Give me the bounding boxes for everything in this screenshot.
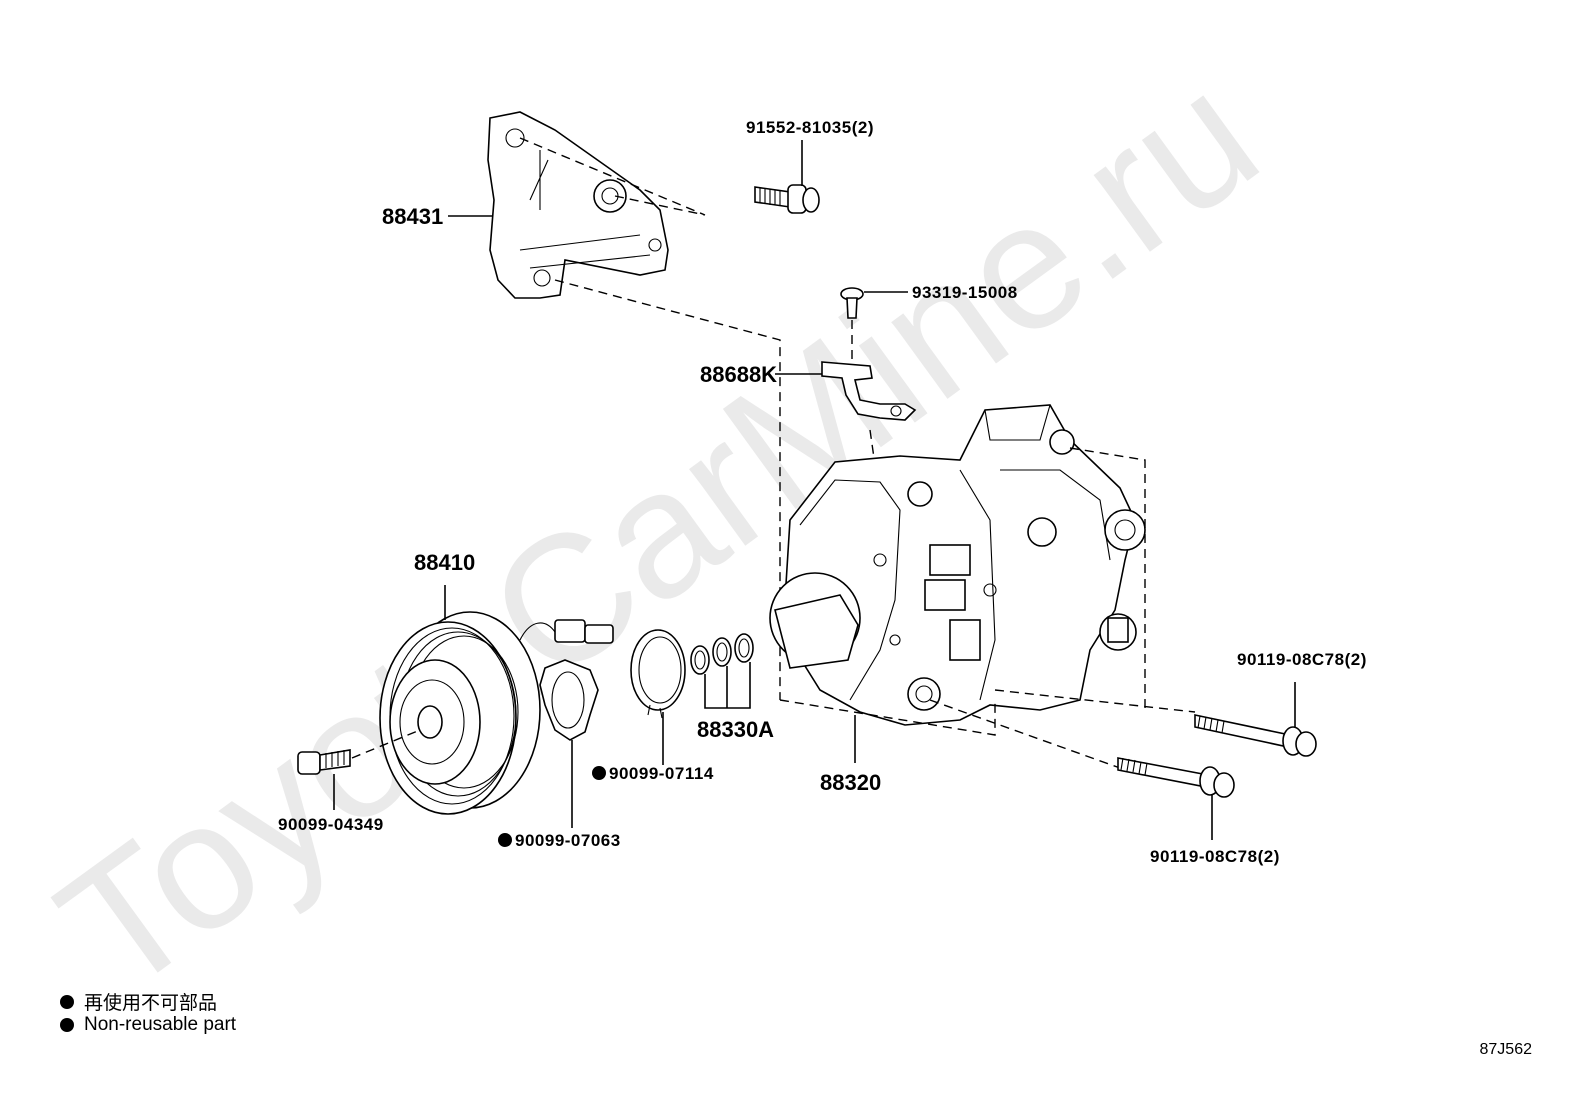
bracket-bolt-drawing [754, 184, 820, 214]
bracket-bolt-guide [519, 137, 706, 216]
legend-text-jp: 再使用不可部品 [84, 993, 218, 1014]
label-bracket-bolt: 91552-81035(2) [746, 118, 874, 137]
legend-text-en: Non-reusable part [84, 1014, 237, 1035]
bullet-icon [60, 1018, 74, 1032]
leader-washers [704, 662, 751, 709]
label-clutch-bolt: 90099-04349 [278, 815, 384, 834]
clutch-bolt-guide [351, 729, 421, 759]
stud-upper-drawing [1194, 714, 1317, 757]
label-shim: 90099-07063 [515, 831, 621, 850]
stud-lower-drawing [1117, 757, 1235, 798]
label-snap-ring: 90099-07114 [609, 764, 714, 783]
label-clutch: 88410 [414, 550, 475, 575]
legend-item-jp: 再使用不可部品 [60, 988, 217, 1015]
label-washers: 88330A [697, 717, 774, 742]
label-clamp: 88688K [700, 362, 777, 387]
label-bracket: 88431 [382, 204, 443, 229]
washers-drawing [690, 633, 754, 675]
snap-ring-drawing [630, 629, 686, 719]
label-stud-lower: 90119-08C78(2) [1150, 847, 1280, 866]
non-reusable-marker-shim [498, 833, 512, 847]
compressor-guides [779, 447, 1196, 769]
bracket-compressor-guide [554, 279, 781, 700]
bullet-icon [60, 994, 74, 1009]
screw-drawing [840, 287, 864, 319]
bracket-drawing [487, 111, 669, 299]
diagram-id: 87J562 [1479, 1041, 1533, 1058]
label-compressor: 88320 [820, 770, 881, 795]
clutch-bolt-drawing [297, 749, 351, 775]
clutch-drawing [379, 611, 614, 815]
legend-item-en: Non-reusable part [60, 1014, 236, 1036]
label-screw: 93319-15008 [912, 283, 1018, 302]
compressor-drawing [769, 404, 1146, 726]
non-reusable-marker-snap-ring [592, 766, 606, 780]
clamp-drawing [821, 361, 917, 421]
shim-drawing [539, 659, 599, 741]
label-stud-upper: 90119-08C78(2) [1237, 650, 1367, 669]
